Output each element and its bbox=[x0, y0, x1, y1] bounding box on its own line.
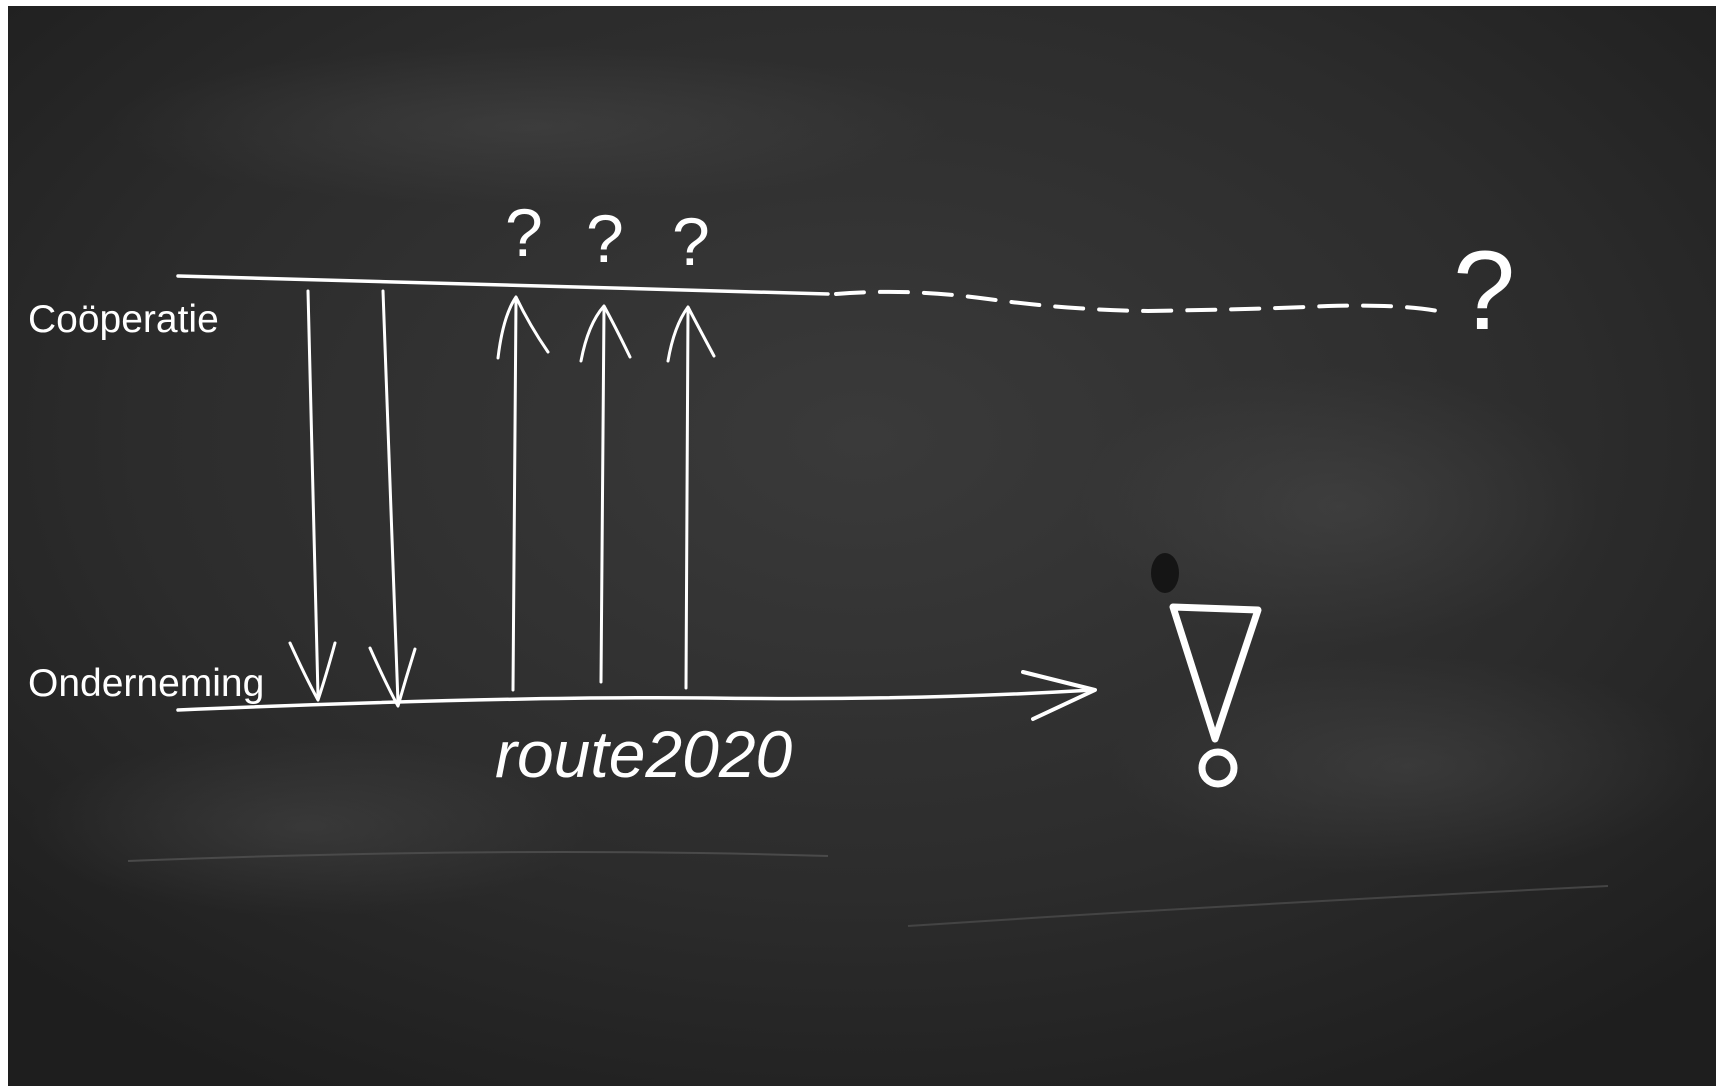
chalk-diagram: Coöperatie Onderneming route2020 ? ? ? ? bbox=[8, 6, 1716, 1086]
question-mark-1: ? bbox=[505, 195, 543, 271]
chalk-smudge bbox=[108, 46, 948, 206]
chalkboard: Coöperatie Onderneming route2020 ? ? ? ? bbox=[8, 6, 1716, 1086]
question-mark-4: ? bbox=[1453, 228, 1515, 353]
chalk-smudge bbox=[1151, 553, 1179, 593]
question-mark-2: ? bbox=[586, 201, 624, 277]
route-label: route2020 bbox=[495, 717, 793, 791]
chalk-smudge bbox=[1078, 366, 1598, 646]
cooperatie-label: Coöperatie bbox=[28, 298, 219, 341]
onderneming-label: Onderneming bbox=[28, 662, 264, 705]
question-mark-3: ? bbox=[672, 204, 710, 280]
up-arrow-3 bbox=[686, 309, 688, 688]
